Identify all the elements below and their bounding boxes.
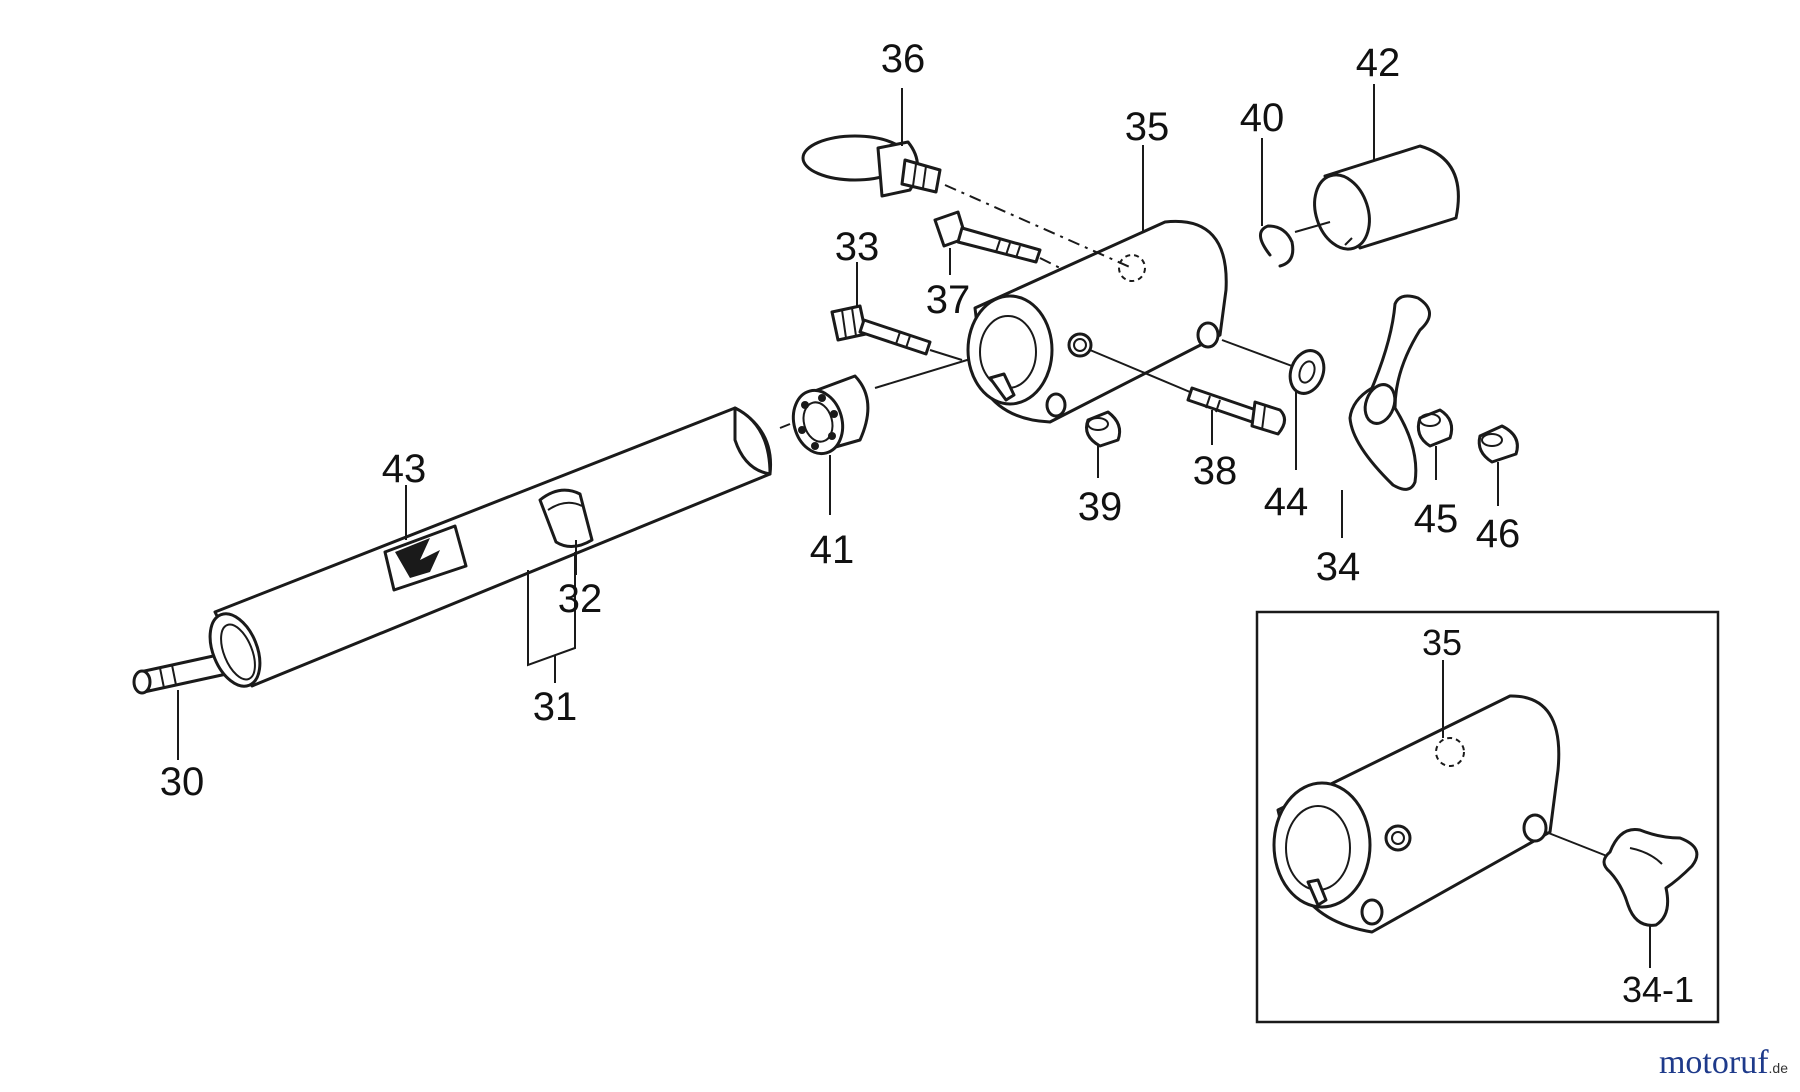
label-43: 43 [382,447,427,491]
nut-45 [1416,408,1454,448]
eye-bolt-36 [801,134,942,198]
label-33: 33 [835,225,880,269]
wing-knob-34 [1348,294,1431,491]
label-41: 41 [810,528,855,572]
label-46: 46 [1476,512,1521,556]
collar-clip-32 [538,488,594,548]
label-35: 35 [1125,105,1170,149]
snap-ring-40 [1259,224,1295,268]
axis-line-sleeve [1294,221,1331,233]
label-30: 30 [160,760,205,804]
label-40: 40 [1240,96,1285,140]
axis-line-eyebolt [944,184,1133,269]
watermark-logo: motoruf.de [1659,1044,1788,1082]
bolt-37 [933,210,1042,264]
screw-33 [830,304,932,356]
label-45: 45 [1414,497,1459,541]
axis-line-screw33 [929,349,963,361]
inset-axis-line [1545,831,1613,859]
label-42: 42 [1356,41,1401,85]
bearing-41 [791,374,870,456]
watermark-suffix: .de [1768,1060,1788,1076]
inset-housing-35 [1272,694,1561,934]
axis-line-bolt37 [1039,257,1061,269]
cap-nut-46 [1477,424,1519,464]
label-34: 34 [1316,545,1361,589]
main-tube-31 [208,406,773,688]
washer-44 [1288,349,1326,395]
axis-line-tube-bearing [779,423,791,429]
axis-line-washer [1221,339,1293,367]
label-44: 44 [1264,480,1309,524]
screw-38 [1186,386,1286,436]
label-39: 39 [1078,485,1123,529]
leader-31 [527,552,576,667]
label-sticker-43 [383,524,468,592]
label-36: 36 [881,37,926,81]
label-31: 31 [533,685,578,729]
label-38: 38 [1193,449,1238,493]
sleeve-42 [1313,144,1460,251]
inset-box: 35 34-1 [1255,610,1720,1024]
inset-knob-34-1 [1602,827,1699,927]
inset-label-35: 35 [1422,622,1462,663]
watermark-text: motoruf [1658,1044,1769,1081]
axis-line-screw38 [1089,349,1191,393]
housing-35 [966,219,1228,424]
label-37: 37 [926,278,971,322]
nut-39 [1085,410,1122,448]
inset-label-34-1: 34-1 [1622,969,1694,1010]
label-32: 32 [558,577,603,621]
